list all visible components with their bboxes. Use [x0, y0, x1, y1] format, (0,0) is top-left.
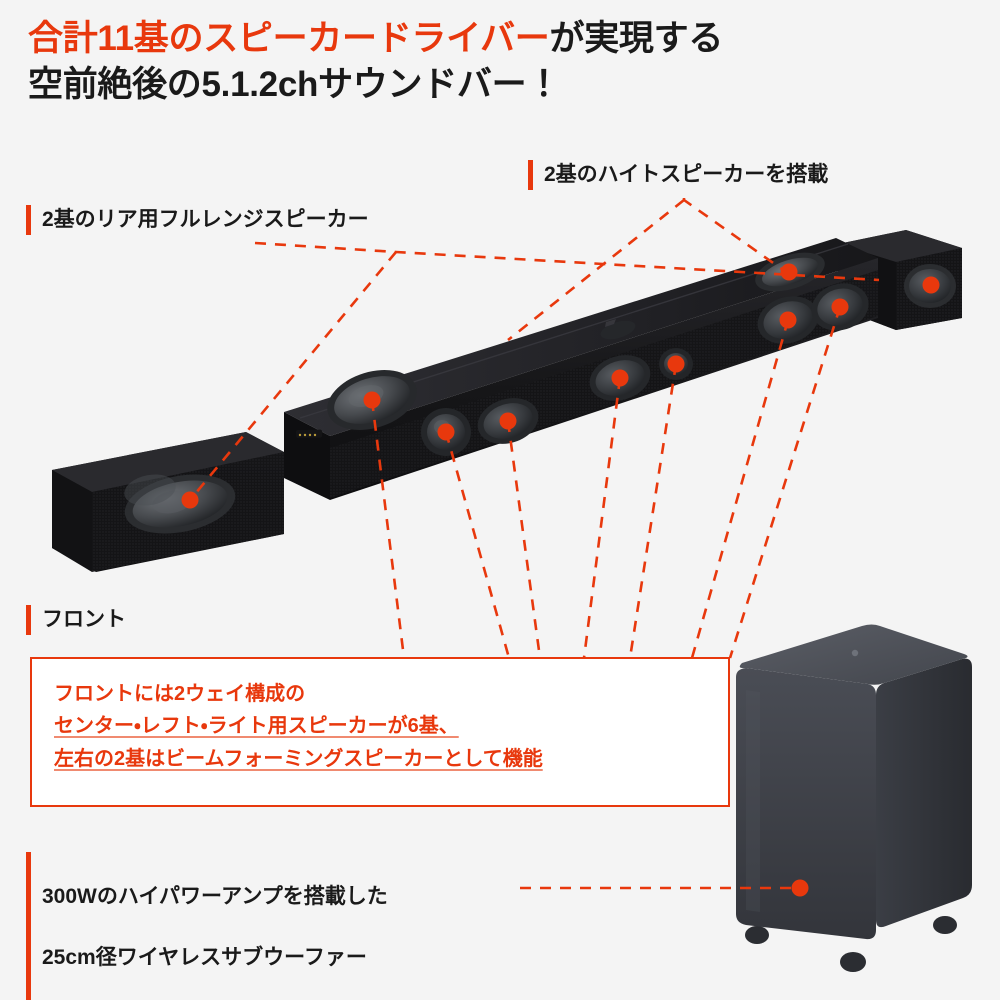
label-height-speakers-text: 2基のハイトスピーカーを搭載	[544, 163, 829, 186]
dot-front-2	[437, 423, 455, 441]
dot-front-4	[611, 369, 629, 387]
dot-height-right	[780, 263, 798, 281]
label-subwoofer-line2: 25cm径ワイヤレスサブウーファー	[42, 946, 367, 970]
page-headline: 合計11基のスピーカードライバーが実現する 空前絶後の5.1.2chサウンドバー…	[28, 16, 968, 108]
leader-front-6	[690, 319, 790, 659]
dot-front-5	[667, 355, 685, 373]
front-speaker-callout-box: フロントには2ウェイ構成の センター・レフト・ライト用スピーカーが6基、 左右の…	[30, 657, 730, 807]
label-front-text: フロント	[42, 608, 126, 631]
leader-height-left	[507, 198, 685, 342]
accent-bar-icon	[26, 205, 31, 236]
label-height-speakers: 2基のハイトスピーカーを搭載	[528, 160, 829, 191]
leader-front-4	[582, 377, 622, 659]
leader-front-1	[370, 399, 406, 659]
dot-subwoofer	[791, 879, 809, 897]
callout-line-3: 左右の2基はビームフォーミングスピーカーとして機能	[54, 747, 543, 770]
headline-rest-text: が実現する	[549, 19, 724, 58]
leader-front-2	[444, 431, 511, 659]
headline-accent-text: 合計11基のスピーカードライバー	[28, 19, 550, 58]
callout-line-2: センター・レフト・ライト用スピーカーが6基、	[54, 715, 459, 738]
driver-marker-dots	[181, 263, 940, 897]
callout-line-1: フロントには2ウェイ構成の	[54, 683, 306, 705]
leader-height-right	[682, 198, 787, 274]
leader-front-5	[628, 363, 678, 659]
leader-front-3	[506, 420, 542, 659]
leader-front-7	[728, 306, 842, 659]
accent-bar-icon	[528, 160, 533, 191]
dot-front-7	[831, 298, 849, 316]
headline-line2-text: 空前絶後の5.1.2chサウンドバー！	[28, 65, 561, 105]
dot-front-1	[363, 391, 381, 409]
leader-rear-left	[188, 251, 398, 501]
label-subwoofer-line1: 300Wのハイパワーアンプを搭載した	[42, 885, 388, 909]
label-subwoofer: 300Wのハイパワーアンプを搭載した 25cm径ワイヤレスサブウーファー	[26, 852, 388, 1000]
dot-front-3	[499, 412, 517, 430]
label-front: フロント	[26, 605, 126, 636]
accent-bar-icon	[26, 605, 31, 636]
dot-rear-right	[922, 276, 940, 294]
accent-bar-icon	[26, 852, 31, 1000]
label-rear-speakers: 2基のリア用フルレンジスピーカー	[26, 205, 369, 236]
label-subwoofer-text: 300Wのハイパワーアンプを搭載した 25cm径ワイヤレスサブウーファー	[42, 852, 388, 1000]
dot-front-6	[779, 311, 797, 329]
label-rear-speakers-text: 2基のリア用フルレンジスピーカー	[42, 208, 369, 231]
dot-rear-left	[181, 491, 199, 509]
